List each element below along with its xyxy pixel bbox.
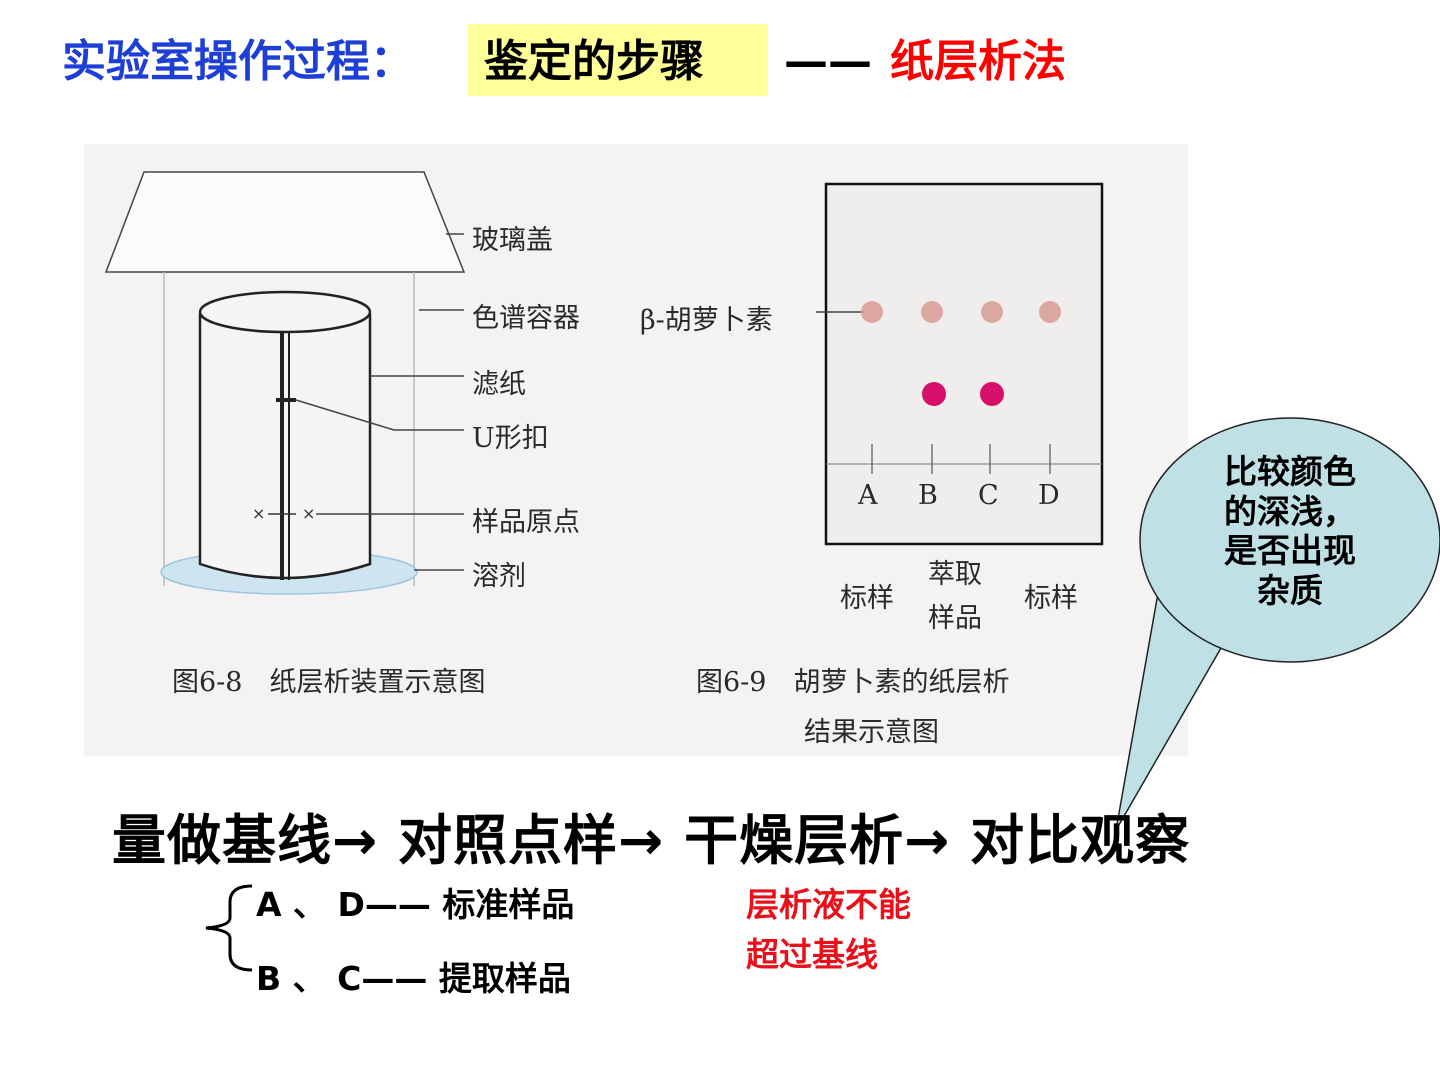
note-extract-line1: 萃取 — [928, 559, 982, 590]
caption-right-line1: 图6-9 胡萝卜素的纸层析 — [696, 667, 1010, 698]
title-highlight-box — [468, 24, 768, 96]
title-step: 鉴定的步骤 — [484, 36, 704, 87]
lane-label-d: D — [1038, 480, 1060, 511]
callout-text: 比较颜色 的深浅， 是否出现 杂质 — [1196, 452, 1384, 610]
spot-beta-c — [981, 301, 1003, 323]
label-glass-lid: 玻璃盖 — [472, 225, 553, 256]
note-standard-left: 标样 — [840, 583, 894, 614]
spot-impurity-c — [980, 382, 1004, 406]
label-filter-paper: 滤纸 — [472, 369, 526, 400]
figure-panel: × × — [84, 144, 1188, 756]
spot-beta-d — [1039, 301, 1061, 323]
note-ad: A 、 D—— 标准样品 — [256, 885, 575, 924]
title-dash: —— — [784, 36, 872, 87]
brace-icon — [205, 884, 253, 972]
note-standard-right: 标样 — [1024, 583, 1078, 614]
chromatogram-paper — [824, 182, 1104, 546]
process-steps: 量做基线→ 对照点样→ 干燥层析→ 对比观察 — [112, 809, 1191, 872]
label-beta-carotene: β-胡萝卜素 — [640, 305, 773, 336]
title-prefix: 实验室操作过程： — [62, 36, 414, 87]
note-bc: B 、 C—— 提取样品 — [256, 959, 571, 998]
note-extract-line2: 样品 — [928, 603, 982, 634]
spot-impurity-b — [922, 382, 946, 406]
svg-text:×: × — [252, 504, 265, 523]
label-origin: 样品原点 — [472, 507, 580, 538]
chromatogram — [816, 182, 1104, 546]
callout-line-2: 的深浅， — [1224, 491, 1356, 531]
callout-line-1: 比较颜色 — [1224, 452, 1356, 491]
lane-label-b: B — [918, 480, 938, 511]
lane-label-a: A — [858, 480, 878, 511]
callout-line-3: 是否出现 — [1224, 531, 1356, 571]
label-solvent: 溶剂 — [472, 561, 526, 592]
caption-right-line2: 结果示意图 — [804, 717, 939, 748]
filter-paper-cylinder — [198, 314, 372, 580]
glass-lid — [104, 171, 466, 273]
apparatus-diagram: × × — [104, 171, 466, 595]
label-container: 色谱容器 — [472, 303, 580, 334]
callout-line-4: 杂质 — [1257, 570, 1323, 610]
warning-line-2: 超过基线 — [746, 935, 878, 974]
caption-left: 图6-8 纸层析装置示意图 — [172, 667, 486, 698]
title-method: 纸层析法 — [890, 36, 1066, 87]
lane-label-c: C — [978, 480, 999, 511]
svg-text:×: × — [302, 504, 315, 523]
warning-line-1: 层析液不能 — [746, 885, 911, 924]
spot-beta-a — [861, 301, 883, 323]
label-u-clip: U形扣 — [472, 423, 549, 454]
figure-drawing: × × — [104, 171, 1104, 595]
spot-beta-b — [921, 301, 943, 323]
